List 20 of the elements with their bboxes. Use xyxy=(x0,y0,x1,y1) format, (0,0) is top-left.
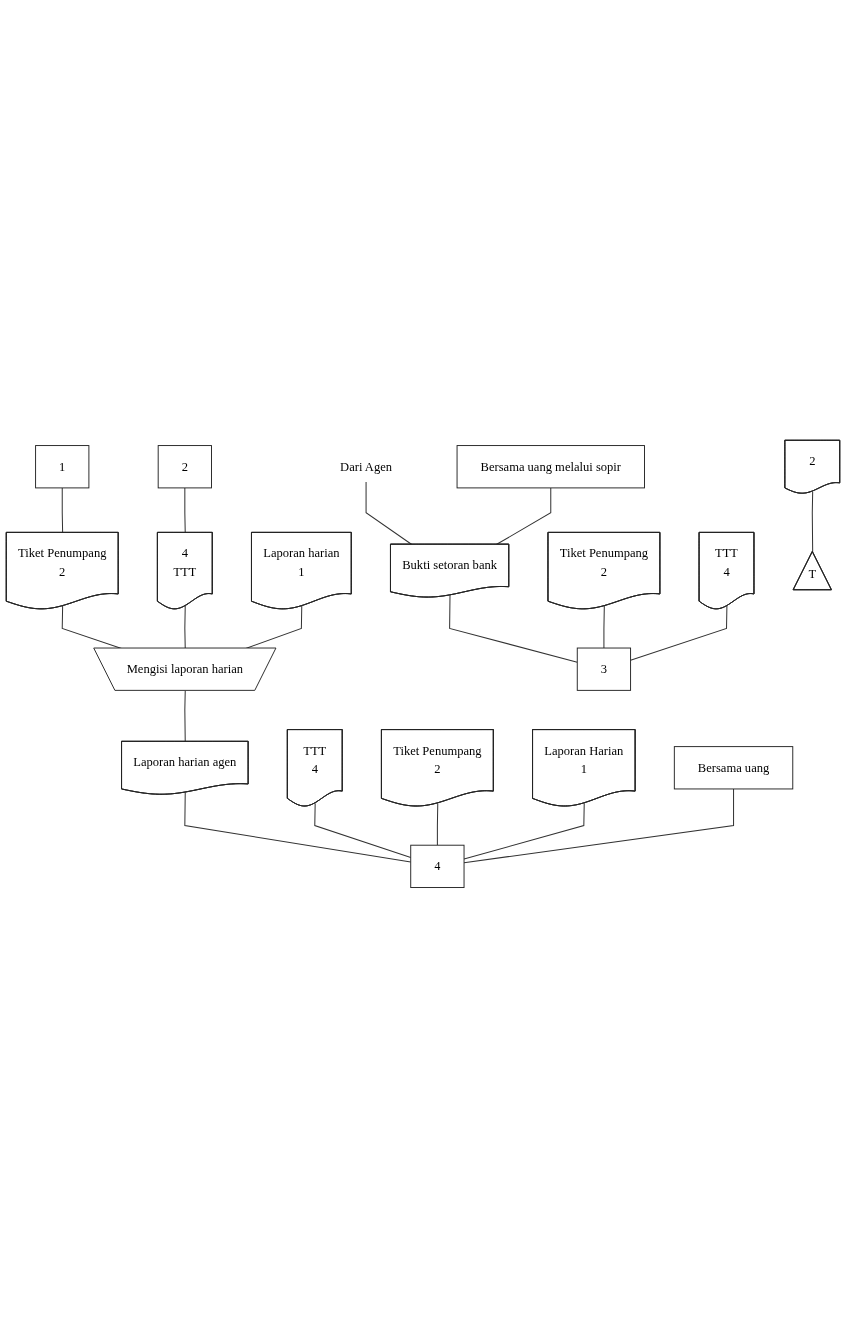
node-box: 2 xyxy=(157,444,212,488)
connector xyxy=(630,605,728,661)
node-box: Bersama uang melalui sopir xyxy=(456,444,645,488)
connector xyxy=(184,689,186,742)
connector xyxy=(184,487,186,533)
connector xyxy=(811,490,814,552)
connector xyxy=(184,791,412,863)
connector xyxy=(603,605,605,649)
node-text: Dari Agen xyxy=(340,459,393,473)
node-box: 1 xyxy=(35,444,90,488)
connector xyxy=(314,802,412,858)
node-box: 4 xyxy=(410,844,465,888)
node-box: Bersama uang xyxy=(673,745,794,789)
connector xyxy=(449,594,578,663)
node-box: 3 xyxy=(576,647,632,691)
connector xyxy=(463,802,585,860)
connector xyxy=(184,605,186,649)
connector xyxy=(61,487,64,533)
connector xyxy=(463,788,735,863)
connector xyxy=(436,802,439,846)
